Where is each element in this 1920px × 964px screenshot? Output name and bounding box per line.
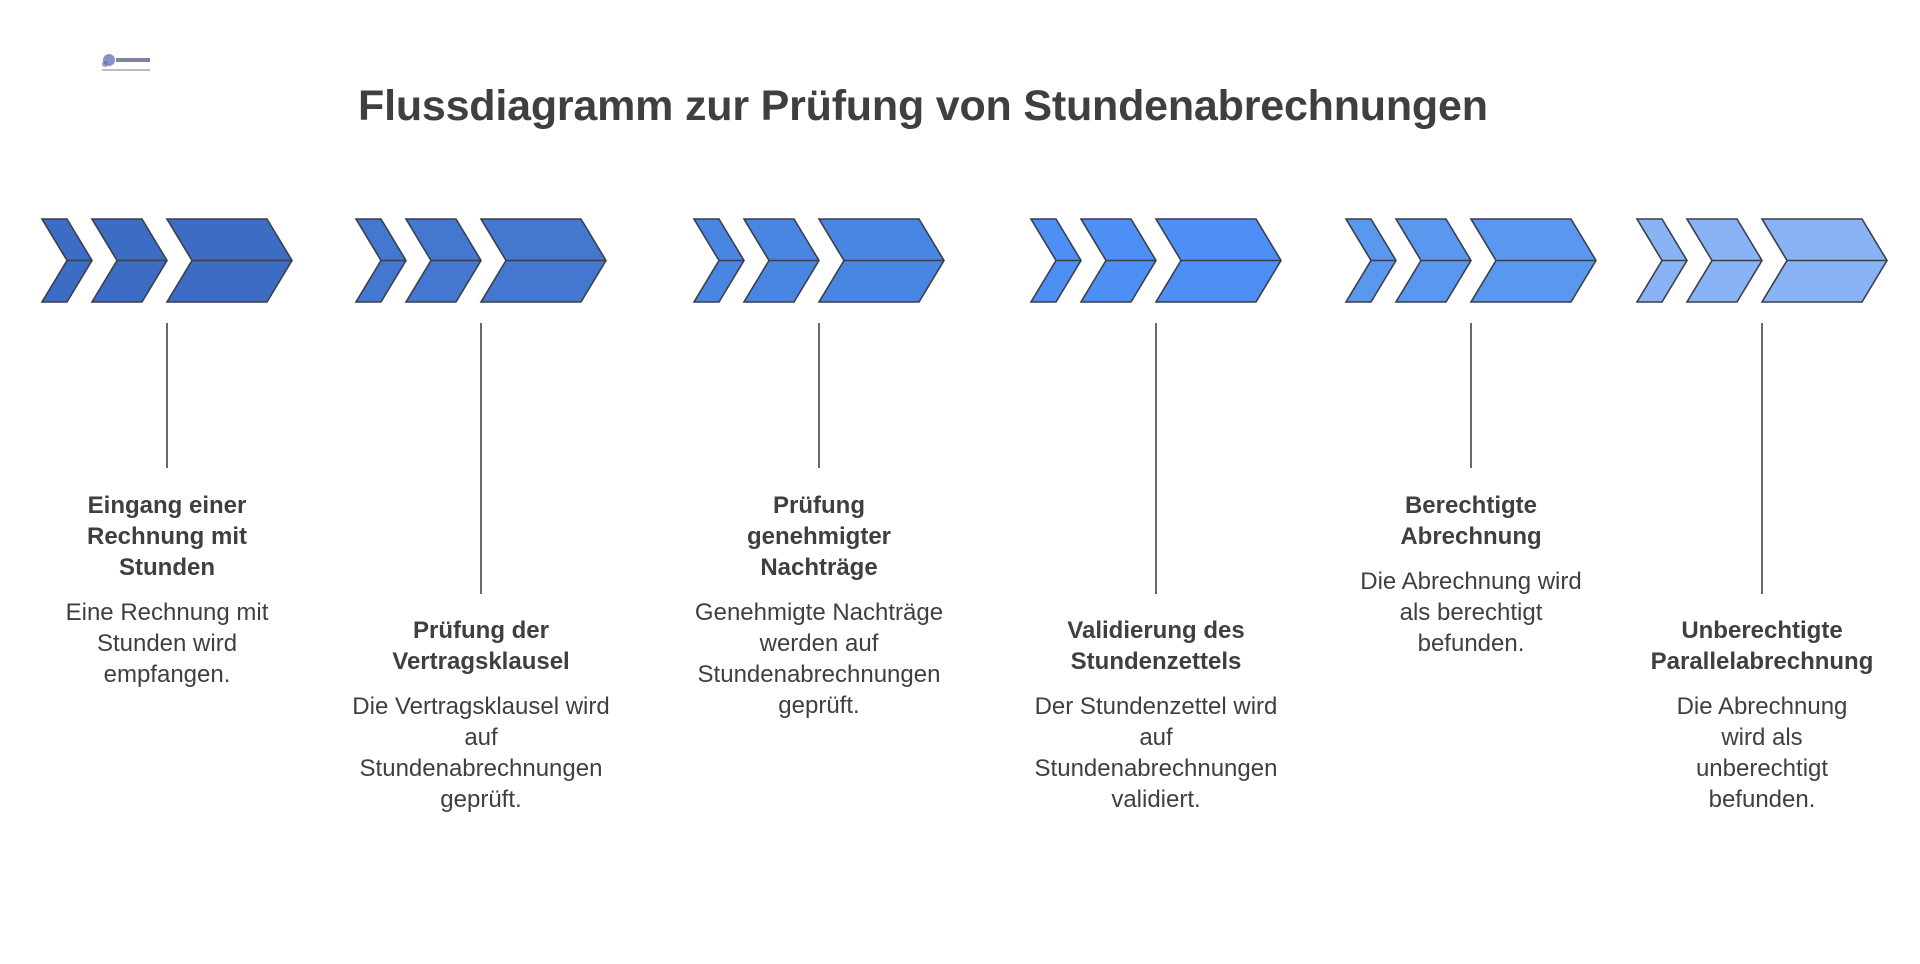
step-title: Prüfung genehmigter Nachträge: [746, 492, 892, 581]
step-title: Validierung des Stundenzettels: [1067, 617, 1245, 675]
step-description: Die Vertragsklausel wird auf Stundenabre…: [352, 693, 610, 813]
step-description: Der Stundenzettel wird auf Stundenabrech…: [1034, 693, 1278, 813]
step-description: Die Abrechnung wird als berechtigt befun…: [1360, 568, 1582, 657]
diagram-title: Flussdiagramm zur Prüfung von Stundenabr…: [358, 82, 1488, 130]
step-title: Berechtigte Abrechnung: [1400, 492, 1542, 550]
step-description: Genehmigte Nachträge werden auf Stundena…: [694, 599, 944, 719]
step-description: Eine Rechnung mit Stunden wird empfangen…: [65, 599, 269, 688]
step-title: Unberechtigte Parallelabrechnung: [1650, 617, 1874, 675]
step-title: Eingang einer Rechnung mit Stunden: [87, 492, 247, 581]
step-1-arrow: [40, 218, 293, 303]
step-description: Die Abrechnung wird als unberechtigt bef…: [1676, 693, 1848, 813]
step-title: Prüfung der Vertragsklausel: [392, 617, 570, 675]
company-logo: [102, 54, 150, 71]
step-4-arrow: [1029, 218, 1282, 303]
step-5-arrow: [1344, 218, 1597, 303]
step-2-arrow: [354, 218, 607, 303]
step-6-arrow: [1635, 218, 1888, 303]
step-3-arrow: [692, 218, 945, 303]
